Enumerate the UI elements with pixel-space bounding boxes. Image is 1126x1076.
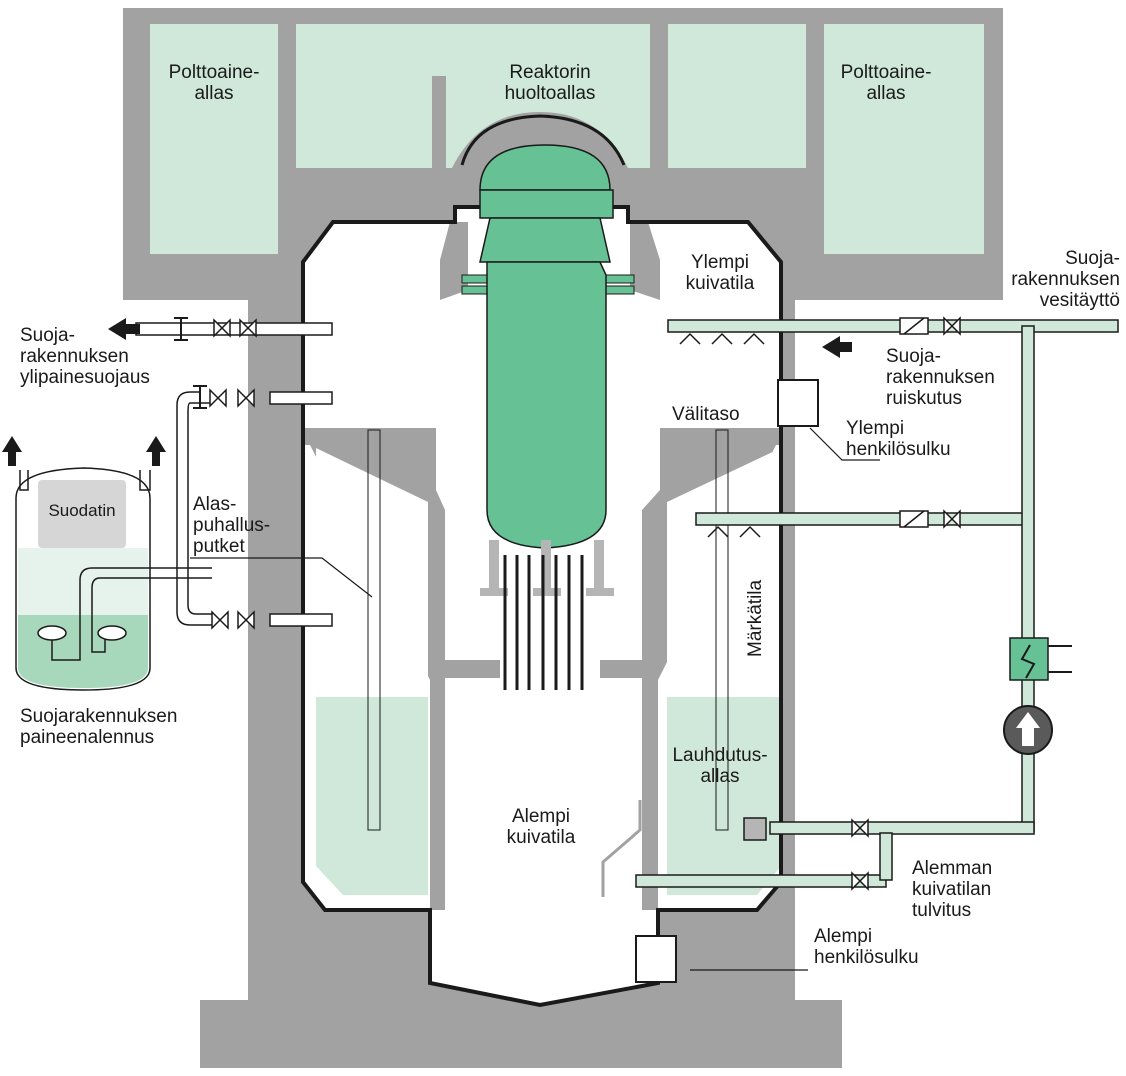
label-wetwell: Märkätila — [745, 579, 766, 657]
wetwell-right — [667, 448, 781, 697]
strainer — [743, 817, 767, 841]
arrow-filter-right — [146, 436, 166, 466]
wetwell-left — [316, 448, 428, 697]
lower-personnel-lock — [635, 935, 677, 983]
heat-exchanger-coil — [1020, 644, 1072, 679]
valves-right — [851, 316, 961, 891]
spray-nozzles — [679, 332, 765, 538]
valves-left — [209, 318, 257, 630]
label-fuel-pool-right: Polttoaine- allas — [840, 62, 932, 104]
upper-personnel-lock — [777, 379, 819, 427]
label-lower-personnel-lock: Alempi henkilösulku — [814, 926, 919, 968]
condensation-pool-left — [316, 697, 428, 895]
filter-vessel — [15, 467, 212, 691]
spray-piping — [635, 319, 1119, 888]
blowdown-pipe-left — [367, 429, 381, 831]
leader-lines — [190, 427, 880, 971]
divider-wall — [432, 76, 446, 172]
label-filter: Suodatin — [48, 501, 116, 520]
label-lower-drywell-flooding: Alemman kuivatilan tulvitus — [912, 858, 993, 921]
label-containment-spray: Suoja- rakennuksen ruiskutus — [886, 346, 995, 409]
label-reactor-service-pool: Reaktorin huoltoallas — [504, 62, 596, 104]
overpressure-piping — [135, 322, 333, 627]
blowdown-pipe-right — [715, 429, 729, 831]
reactor-service-pool — [296, 24, 650, 168]
label-condensation-pool: Lauhdutus- allas — [672, 745, 768, 787]
right-pool-2 — [668, 24, 806, 168]
reactor-pressure-vessel — [461, 144, 635, 690]
biological-shield-left — [440, 222, 468, 300]
condensation-pool-right — [667, 697, 781, 895]
pump-arrow — [1016, 712, 1040, 746]
rupture-disks — [174, 317, 207, 409]
biological-shield-right — [630, 222, 660, 300]
arrow-filter-left — [2, 436, 22, 466]
label-containment-depressurization: Suojarakennuksen paineenalennus — [20, 706, 178, 748]
fuel-pool-right — [824, 24, 984, 254]
containment-liner — [301, 205, 783, 1008]
fuel-pool-left — [150, 24, 278, 254]
arrow-spray — [822, 336, 852, 358]
arrow-overpressure — [108, 318, 140, 340]
label-blowdown-pipes: Alas- puhallus- putket — [193, 494, 271, 557]
label-overpressure-protection: Suoja- rakennuksen ylipainesuojaus — [20, 325, 150, 388]
label-lower-drywell: Alempi kuivatila — [506, 806, 576, 848]
label-upper-drywell: Ylempi kuivatila — [685, 252, 755, 294]
vessel-head-dome — [460, 114, 626, 166]
label-intermediate-level: Välitaso — [672, 404, 740, 425]
label-upper-personnel-lock: Ylempi henkilösulku — [846, 418, 951, 460]
lower-drywell-wall — [601, 800, 642, 897]
label-fuel-pool-left: Polttoaine- allas — [168, 62, 260, 104]
reactor-pedestal-right — [600, 428, 781, 910]
label-containment-water-fill: Suoja- rakennuksen vesitäyttö — [1011, 248, 1120, 311]
